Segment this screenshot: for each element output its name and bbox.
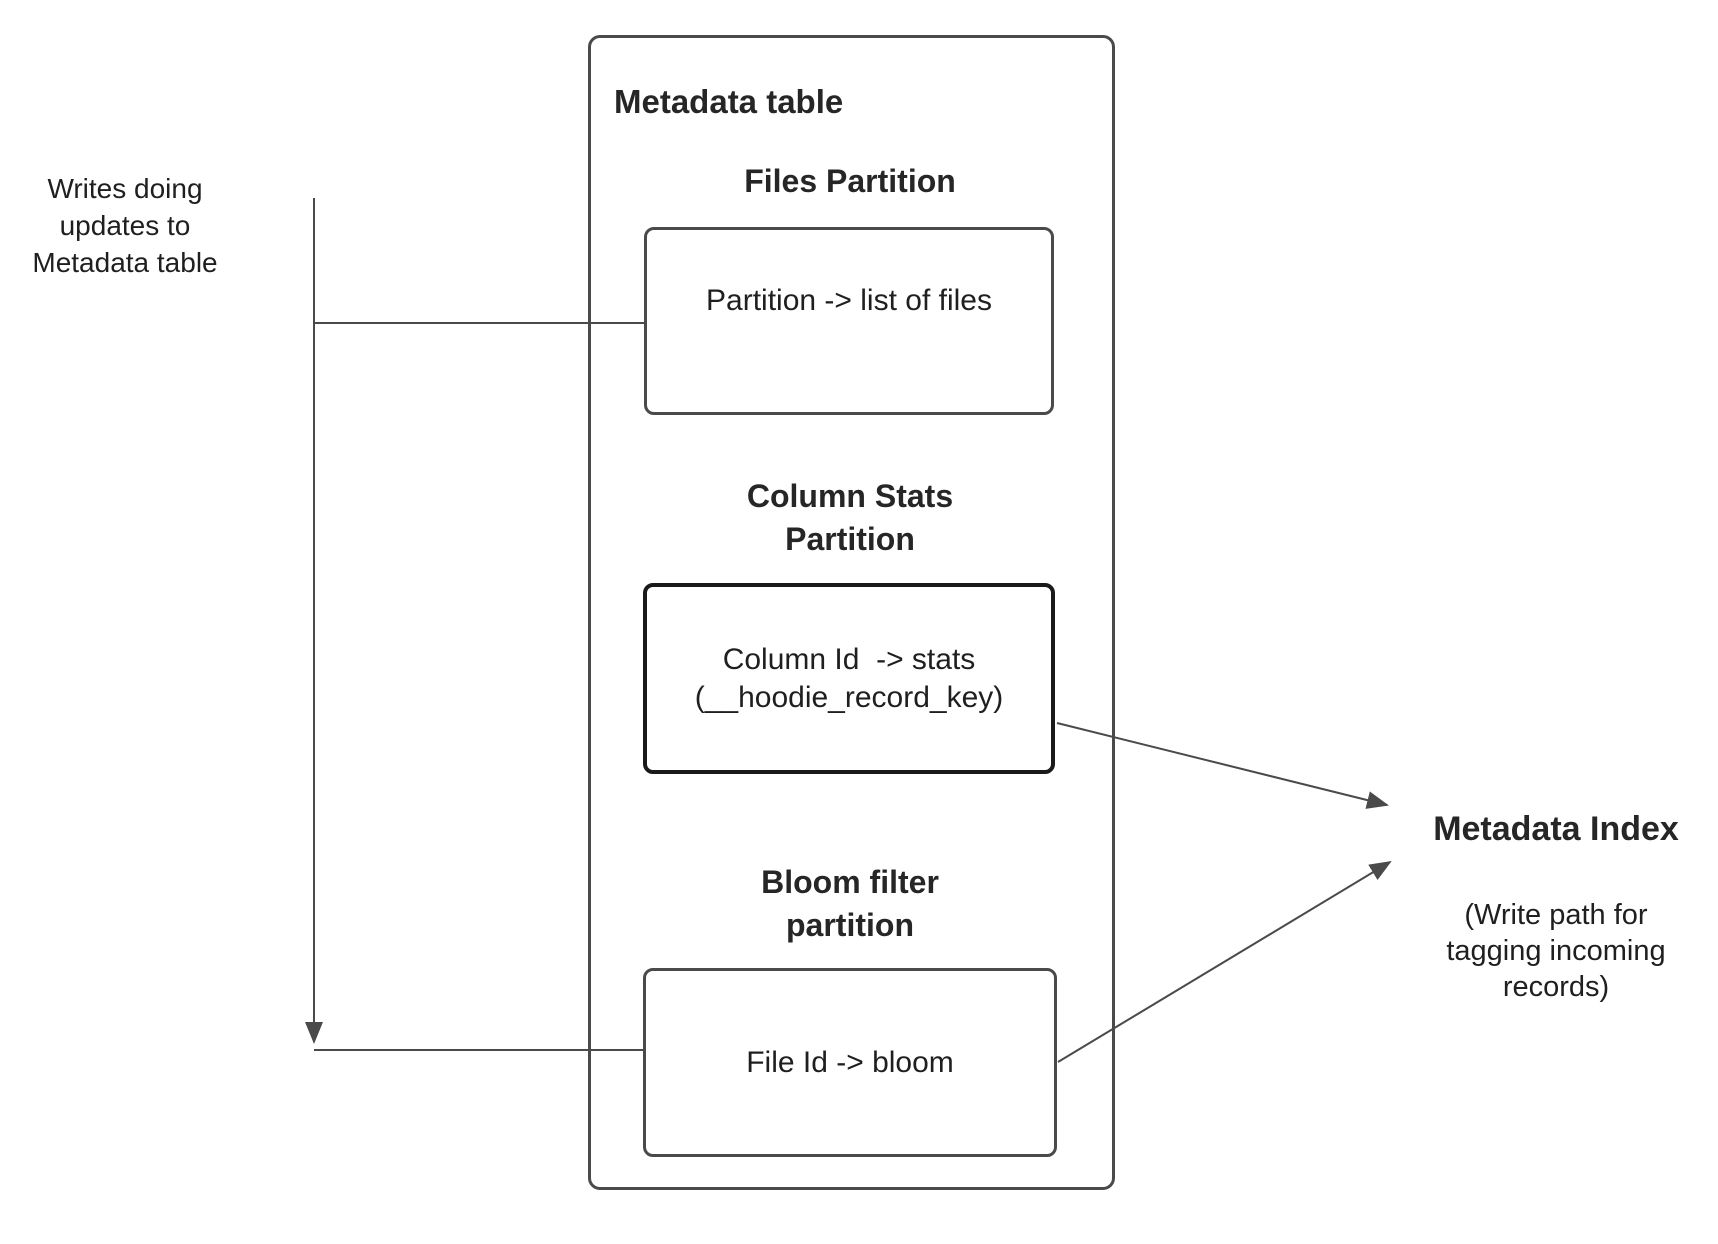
column-stats-box-text: Column Id -> stats (__hoodie_record_key) — [694, 642, 1004, 714]
files-partition-box-text: Partition -> list of files — [706, 284, 992, 317]
bloom-filter-header: Bloom filter partition — [761, 864, 939, 943]
writes-note: Writes doing updates to Metadata table — [32, 173, 218, 278]
files-partition-header: Files Partition — [744, 163, 956, 199]
bloom-filter-box: File Id -> bloom — [643, 968, 1057, 1157]
metadata-index-title: Metadata Index — [1433, 810, 1679, 848]
files-partition-box: Partition -> list of files — [644, 227, 1054, 415]
bloom-filter-box-text: File Id -> bloom — [746, 1045, 954, 1079]
metadata-table-box — [588, 35, 1115, 1190]
column-stats-box: Column Id -> stats (__hoodie_record_key) — [643, 583, 1055, 774]
metadata-table-title: Metadata table — [614, 83, 844, 120]
column-stats-header: Column Stats Partition — [746, 478, 954, 557]
metadata-index-subtitle: (Write path for tagging incoming records… — [1446, 899, 1666, 1003]
